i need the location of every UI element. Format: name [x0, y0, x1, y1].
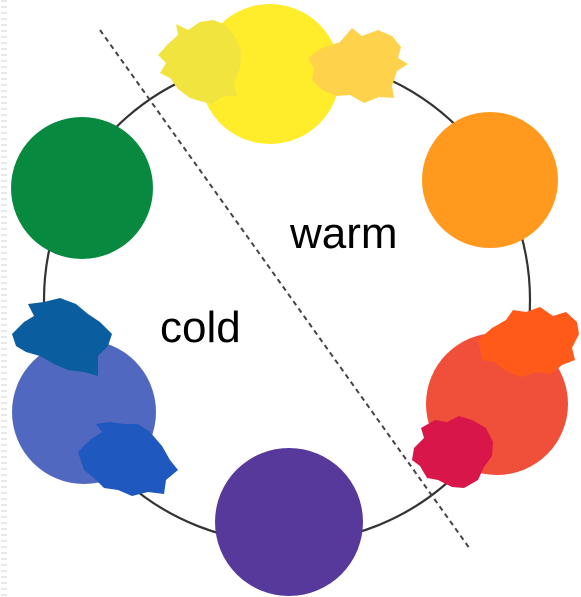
red-violet-splash: [412, 416, 493, 488]
blue-green-splash: [12, 298, 112, 376]
violet-circle: [215, 448, 363, 596]
blue-violet-splash: [78, 422, 178, 496]
red-orange-splash: [478, 307, 579, 377]
yellow-orange-splash: [308, 28, 408, 103]
yellow-green-splash: [158, 20, 241, 104]
green-circle: [11, 117, 153, 259]
cold-label: cold: [160, 303, 241, 352]
warm-cold-divider: [99, 29, 471, 550]
warm-label: warm: [290, 209, 398, 258]
orange-circle: [422, 112, 558, 248]
